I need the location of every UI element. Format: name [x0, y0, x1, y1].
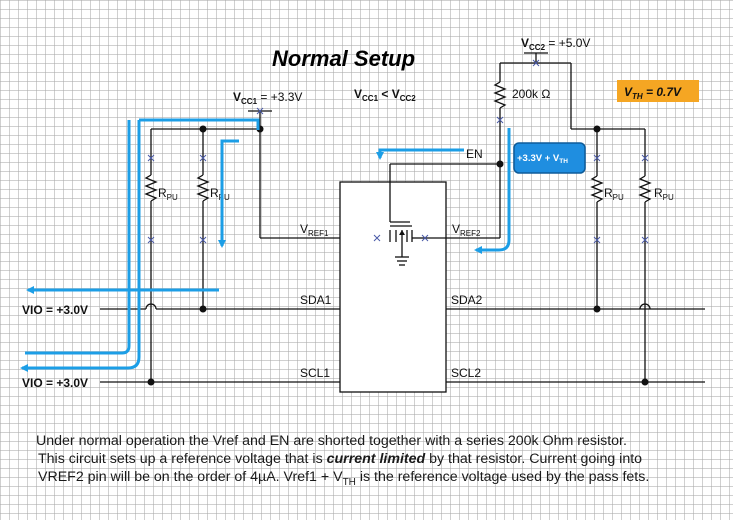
vref1-pin-label: VREF1 [300, 222, 329, 238]
description-line-2: This circuit sets up a reference voltage… [38, 451, 643, 467]
r200k-label: 200k Ω [512, 87, 550, 101]
junction-dot [199, 125, 207, 133]
vio-bottom-label: VIO = +3.0V [22, 376, 88, 390]
r200k-resistor [493, 81, 507, 109]
rpu3-resistor [590, 175, 604, 203]
rpu1-resistor [144, 174, 158, 202]
supply-relation-label: VCC1 < VCC2 [354, 87, 416, 103]
svg-text:VTH = 0.7V: VTH = 0.7V [624, 85, 682, 101]
level-translator-chip [339, 181, 447, 393]
sda2-pin-label: SDA2 [451, 293, 483, 307]
junction-dot [199, 305, 207, 313]
description-line-3: VREF2 pin will be on the order of 4µA. V… [38, 469, 650, 488]
current-flow-arrow-rpu [218, 139, 239, 248]
description-line-1: Under normal operation the Vref and EN a… [36, 433, 627, 449]
junction-dot [641, 378, 649, 386]
svg-text:+3.3V + VTH: +3.3V + VTH [517, 153, 568, 165]
reference-voltage-badge: +3.3V + VTH [513, 142, 586, 174]
scl1-pin-label: SCL1 [300, 366, 330, 380]
junction-dot [147, 378, 155, 386]
rpu2-resistor [196, 174, 210, 202]
rpu2-label: RPU [210, 186, 230, 202]
rpu1-label: RPU [158, 186, 178, 202]
vio-top-label: VIO = +3.0V [22, 303, 88, 317]
connection-marks [147, 59, 649, 244]
schematic-diagram: Normal Setup VCC1 = +3.3V VCC1 < VCC2 VC… [20, 36, 705, 393]
pass-fet-symbol [389, 164, 426, 266]
rpu3-label: RPU [604, 186, 624, 202]
sda-crossover [145, 303, 157, 310]
current-flow-arrow-left [25, 120, 131, 355]
vth-badge-bg [617, 80, 699, 102]
current-flow-arrow-en [376, 148, 464, 160]
reference-badge-bg [513, 142, 586, 174]
diagram-title: Normal Setup [272, 46, 415, 71]
description-text: Under normal operation the Vref and EN a… [0, 432, 733, 520]
vth-badge: VTH = 0.7V [617, 80, 699, 102]
current-flow-arrow-outer [20, 120, 141, 372]
junction-dot [593, 305, 601, 313]
junction-dot [496, 160, 504, 168]
sda1-pin-label: SDA1 [300, 293, 332, 307]
current-flow-arrow-vcc1 [139, 118, 260, 130]
sda-right-crossover [639, 303, 651, 310]
vref2-pin-label: VREF2 [452, 222, 481, 238]
scl2-pin-label: SCL2 [451, 366, 481, 380]
vcc2-label: VCC2 = +5.0V [521, 36, 590, 52]
current-flow-arrow-vref2 [474, 128, 511, 254]
en-pin-label: EN [466, 147, 483, 161]
current-limited-emphasis: current limited [326, 451, 426, 467]
rpu4-resistor [638, 175, 652, 203]
rpu4-label: RPU [654, 186, 674, 202]
vcc1-label: VCC1 = +3.3V [233, 90, 302, 106]
